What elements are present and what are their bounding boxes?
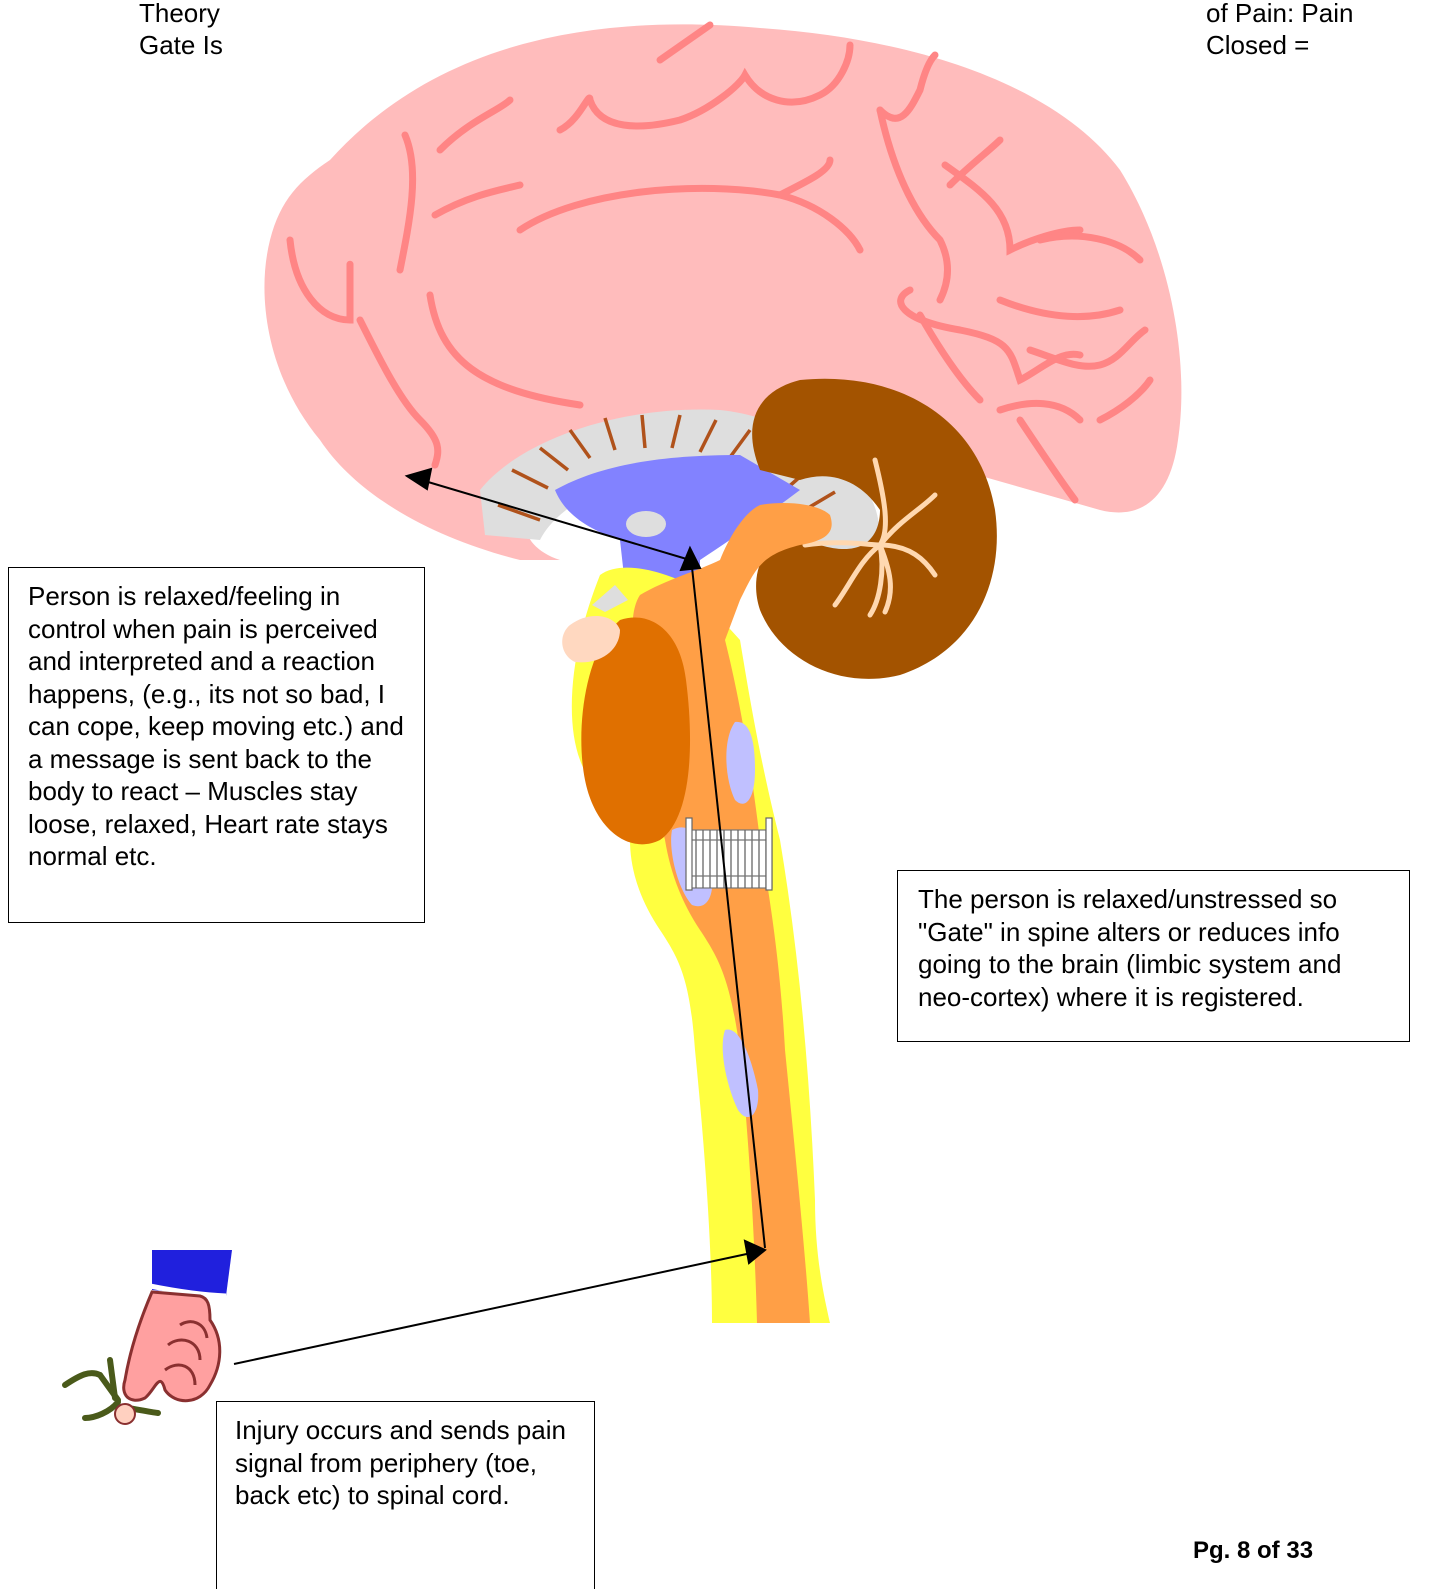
callout-relaxed-reaction: Person is relaxed/feeling in control whe… [8,567,425,923]
callout-gate-reduces: The person is relaxed/unstressed so "Gat… [897,870,1410,1042]
arrow-injury-to-cord [234,1252,756,1364]
injury-hand-icon [65,1250,232,1424]
thalamic-nucleus [626,511,666,537]
hand [124,1292,220,1401]
callout-injury: Injury occurs and sends pain signal from… [216,1401,595,1589]
page-number: Pg. 8 of 33 [1193,1537,1313,1565]
